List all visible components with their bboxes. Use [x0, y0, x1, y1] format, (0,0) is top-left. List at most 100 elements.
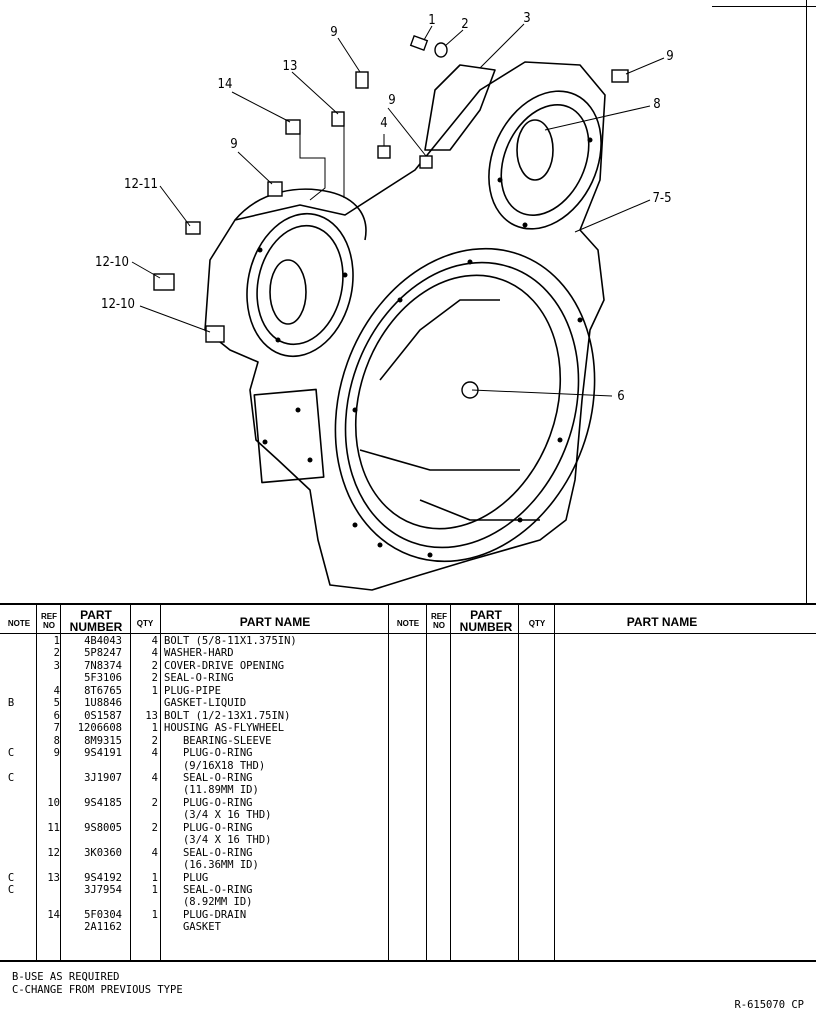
row-part-number: 3J7954 — [84, 884, 122, 896]
frame-right-line — [806, 0, 807, 603]
callout-label: 6 — [617, 389, 624, 404]
row-part-name: PLUG-DRAIN — [164, 908, 247, 921]
row-part-number: 2A1162 — [84, 921, 122, 934]
column-rule — [450, 605, 451, 960]
column-rule — [160, 605, 161, 960]
header-no-right: NO — [433, 621, 445, 630]
row-qty: 4 — [151, 747, 158, 760]
header-number: NUMBER — [69, 620, 123, 634]
row-part-number: 5F3106 — [84, 672, 122, 685]
callout-label: 12-11 — [124, 177, 158, 192]
row-part-name: BEARING-SLEEVE — [164, 734, 272, 747]
row-qty: 2 — [151, 672, 158, 685]
header-part: PART — [80, 608, 112, 622]
callout-label: 4 — [380, 116, 387, 131]
table-row: (3/4 X 16 THD) — [0, 809, 390, 821]
row-part-number: 8M9315 — [84, 734, 122, 747]
row-part-name: PLUG-O-RING — [164, 821, 253, 834]
callout-label: 3 — [523, 11, 530, 26]
row-ref-no: 6 — [53, 709, 60, 722]
frame-top-line — [712, 6, 816, 7]
header-number-right: NUMBER — [459, 620, 513, 634]
header-divider — [0, 633, 816, 634]
column-rule — [426, 605, 427, 960]
row-part-number: 4B4043 — [84, 635, 122, 647]
callout-label: 2 — [461, 17, 468, 32]
row-part-name: (3/4 X 16 THD) — [164, 834, 272, 847]
row-qty: 1 — [151, 871, 158, 884]
row-qty: 1 — [151, 684, 158, 697]
row-ref-no: 3 — [53, 659, 60, 672]
row-qty: 2 — [151, 821, 158, 834]
row-ref-no: 11 — [47, 821, 60, 834]
row-part-name: (3/4 X 16 THD) — [164, 809, 272, 822]
header-qty-right: QTY — [528, 619, 546, 628]
table-row: (8.92MM ID) — [0, 896, 390, 908]
row-qty: 4 — [151, 635, 158, 647]
exploded-parts — [153, 35, 629, 399]
column-rule — [60, 605, 61, 960]
row-part-number: 9S4185 — [84, 796, 122, 809]
row-qty: 2 — [151, 796, 158, 809]
leader-lines — [131, 23, 665, 397]
row-part-name: PLUG-PIPE — [164, 684, 221, 697]
row-ref-no: 9 — [53, 747, 60, 760]
row-part-name: HOUSING AS-FLYWHEEL — [164, 722, 285, 735]
row-note: C — [7, 747, 15, 760]
row-note: C — [7, 884, 15, 896]
row-part-name: PLUG — [164, 871, 209, 884]
row-part-number: 9S4192 — [84, 871, 122, 884]
table-row: 10 9S4185 2 PLUG-O-RING — [0, 797, 390, 809]
housing-bolt-holes — [257, 137, 593, 558]
row-qty: 2 — [151, 734, 158, 747]
row-part-name: SEAL-O-RING — [164, 771, 253, 784]
row-part-name: PLUG-O-RING — [164, 796, 253, 809]
housing-outline — [204, 61, 606, 591]
row-qty: 1 — [151, 722, 158, 735]
row-part-name: COVER-DRIVE OPENING — [164, 659, 285, 672]
header-part-right: PART — [470, 608, 502, 622]
row-part-number: 1U8846 — [84, 697, 122, 710]
row-part-number: 3J1907 — [84, 771, 122, 784]
header-note-right: NOTE — [396, 619, 420, 628]
header-ref: REF — [41, 612, 57, 621]
header-ref-right: REF — [431, 612, 447, 621]
row-part-name: SEAL-O-RING — [164, 884, 253, 896]
table-row: 2A1162 GASKET — [0, 921, 390, 933]
table-row: (16.36MM ID) — [0, 859, 390, 871]
row-part-name: GASKET-LIQUID — [164, 697, 247, 710]
row-part-number: 5F0304 — [84, 908, 122, 921]
row-part-name: PLUG-O-RING — [164, 747, 253, 760]
row-part-name: (8.92MM ID) — [164, 896, 253, 909]
row-part-name: BOLT (5/8-11X1.375IN) — [164, 635, 297, 647]
row-note: C — [7, 871, 15, 884]
row-part-name: BOLT (1/2-13X1.75IN) — [164, 709, 291, 722]
callout-label: 14 — [218, 77, 233, 92]
row-ref-no: 12 — [47, 846, 60, 859]
table-row: (11.89MM ID) — [0, 784, 390, 796]
table-bottom-rule — [0, 960, 816, 962]
header-qty: QTY — [136, 619, 154, 628]
row-qty: 13 — [145, 709, 158, 722]
callout-labels: 1 2 3 9 9 13 14 9 4 9 8 12-11 7-5 12-10 … — [95, 11, 674, 404]
figure-reference: R-615070 CP — [734, 999, 804, 1011]
row-ref-no: 5 — [53, 697, 60, 710]
row-qty: 4 — [151, 647, 158, 660]
header-part-name: PART NAME — [239, 615, 311, 629]
parts-table — [0, 603, 816, 962]
row-ref-no: 2 — [53, 647, 60, 660]
row-ref-no: 10 — [47, 796, 60, 809]
row-part-name: SEAL-O-RING — [164, 846, 253, 859]
row-part-number: 0S1587 — [84, 709, 122, 722]
